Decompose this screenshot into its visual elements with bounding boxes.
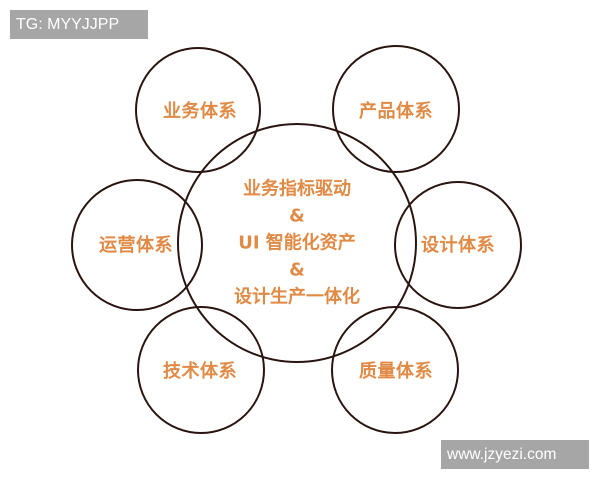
node-label-design: 设计体系 (421, 235, 495, 256)
node-label-operations: 运营体系 (99, 235, 173, 256)
circle-operations (71, 179, 203, 311)
center-line-ampersand-2: & (289, 259, 305, 281)
circle-product (332, 45, 460, 173)
watermark-bottom-right: www.jzyezi.com (441, 440, 589, 469)
node-label-business: 业务体系 (163, 101, 237, 122)
center-line-metrics: 业务指标驱动 (243, 178, 351, 200)
circle-technology (137, 306, 265, 434)
watermark-top-left: TG: MYYJJPP (10, 10, 148, 39)
center-line-design-production: 设计生产一体化 (234, 286, 360, 308)
center-line-ampersand-1: & (289, 205, 305, 227)
center-line-ui-assets: UI 智能化资产 (238, 232, 356, 254)
node-label-quality: 质量体系 (359, 361, 433, 382)
circle-business (135, 47, 261, 173)
circle-center (177, 123, 417, 363)
circle-design (394, 181, 522, 309)
circle-quality (331, 306, 459, 434)
node-label-product: 产品体系 (359, 101, 433, 122)
node-label-technology: 技术体系 (163, 361, 237, 382)
center-text: 业务指标驱动 & UI 智能化资产 & 设计生产一体化 (234, 176, 360, 311)
